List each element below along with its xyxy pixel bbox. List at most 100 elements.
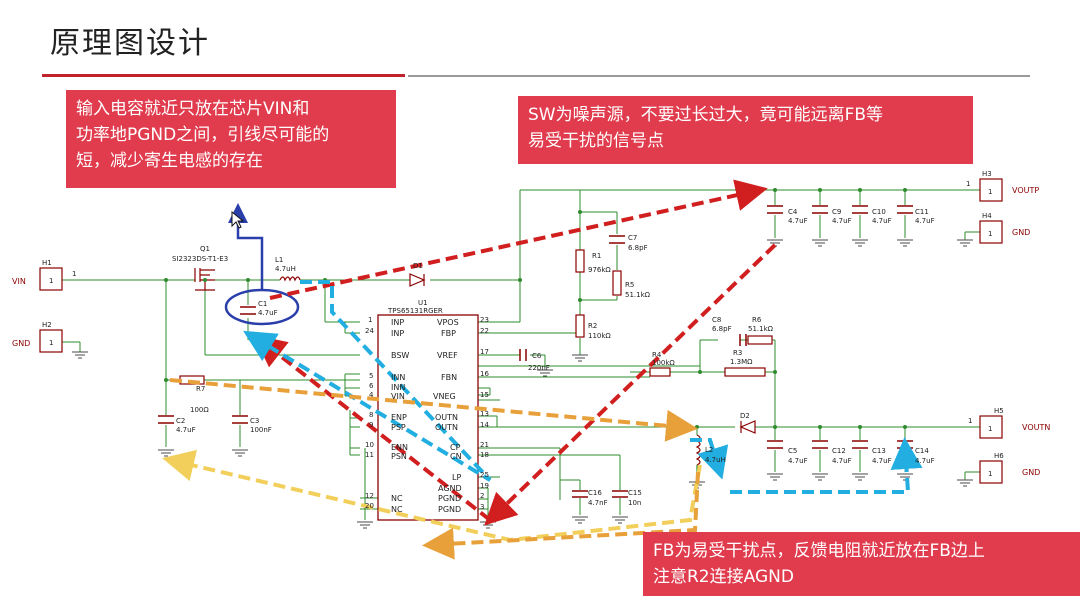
r7-value: 100Ω: [190, 406, 209, 414]
pinnum-l-6: 6: [369, 382, 374, 390]
capacitor-symbols: [158, 205, 913, 498]
h1-pin: 1: [49, 277, 53, 285]
c8-value: 6.8pF: [712, 325, 732, 333]
h5-pin: 1: [988, 425, 992, 433]
r1-ref: R1: [592, 252, 601, 260]
port-gnd-left: GND: [12, 339, 30, 348]
pinnum-r-25: 25: [480, 471, 489, 479]
pinnum-r-22: 22: [480, 327, 489, 335]
port-gnd-h6: GND: [1022, 468, 1040, 477]
h3-pin: 1: [988, 188, 992, 196]
l1-value: 4.7uH: [275, 265, 296, 273]
pin-enn: ENN: [391, 443, 408, 452]
callout-fb-node: FB为易受干扰点，反馈电阻就近放在FB边上 注意R2连接AGND: [643, 532, 1080, 596]
h6-label: H6: [994, 452, 1004, 460]
port-vin: VIN: [12, 277, 26, 286]
h2-label: H2: [42, 321, 52, 329]
h2-pin: 1: [49, 339, 53, 347]
header-connectors: [39, 178, 1003, 484]
c8-ref: C8: [712, 316, 721, 324]
diode-symbols: [409, 273, 756, 434]
u1-ref: U1: [418, 299, 428, 307]
port-voutn: VOUTN: [1022, 423, 1050, 432]
c7-ref: C7: [628, 234, 637, 242]
pinnum-l-5: 5: [369, 372, 373, 380]
pinnum-l-11: 11: [365, 451, 374, 459]
c9-ref: C9: [832, 208, 841, 216]
r6-ref: R6: [752, 316, 762, 324]
c12-ref: C12: [832, 447, 846, 455]
port-gnd-h4: GND: [1012, 228, 1030, 237]
c13-value: 4.7uF: [872, 457, 892, 465]
pinnum-l-9: 9: [369, 421, 373, 429]
c3-ref: C3: [250, 417, 259, 425]
pin-pgnd-a: PGND: [438, 494, 461, 503]
mosfet-q1: [194, 268, 215, 291]
ic-u1-body: [377, 314, 479, 521]
r3-ref: R3: [733, 349, 742, 357]
c15-ref: C15: [628, 489, 642, 497]
pinnum-l-4: 4: [369, 391, 374, 399]
c7-value: 6.8pF: [628, 244, 648, 252]
pin-fbn: FBN: [441, 373, 457, 382]
pin-lp: LP: [452, 473, 461, 482]
callout-input-cap-line2: 功率地PGND之间，引线尽可能的: [76, 125, 330, 145]
h1-label: H1: [42, 259, 52, 267]
r4-value: 100kΩ: [652, 359, 675, 367]
inductor-symbols: [279, 276, 701, 480]
pin-outn-b: OUTN: [435, 423, 458, 432]
pin-nc-b: NC: [391, 505, 403, 514]
pin-enp: ENP: [391, 413, 407, 422]
h1-net-pin: 1: [72, 270, 76, 278]
wires: [62, 189, 985, 520]
pin-agnd: AGND: [438, 484, 462, 493]
pin-bsw: BSW: [391, 351, 409, 360]
pin-nc-a: NC: [391, 494, 403, 503]
callout-fb-line2: 注意R2连接AGND: [653, 567, 794, 587]
c15-value: 10n: [628, 499, 641, 507]
h6-pin: 1: [988, 470, 992, 478]
pin-cn: CN: [450, 452, 462, 461]
callout-sw-node: SW为噪声源，不要过长过大，竟可能远离FB等 易受干扰的信号点: [518, 96, 973, 164]
h5-net-pin: 1: [968, 417, 972, 425]
c5-ref: C5: [788, 447, 797, 455]
u1-part: TPS65131RGER: [387, 307, 443, 315]
resistor-symbols: [179, 249, 773, 385]
r2-value: 110kΩ: [588, 332, 611, 340]
ic-pin-labels: INP INP BSW INN INN VIN ENP PSP ENN PSN …: [365, 316, 489, 514]
r6-value: 51.1kΩ: [748, 325, 774, 333]
c16-value: 4.7nF: [588, 499, 608, 507]
pinnum-r-21: 21: [480, 441, 489, 449]
schematic-labels: VIN GND VOUTP GND VOUTN GND H1 H2 H3 H4 …: [12, 170, 1050, 507]
junction-dots: [164, 188, 907, 429]
h3-label: H3: [982, 170, 992, 178]
c1-value: 4.7uF: [258, 309, 278, 317]
pin-psp: PSP: [391, 423, 406, 432]
pin-inn-b: INN: [391, 383, 405, 392]
c2-ref: C2: [176, 417, 185, 425]
c14-ref: C14: [915, 447, 929, 455]
pinnum-l-12: 12: [365, 492, 374, 500]
pinnum-r-17: 17: [480, 348, 489, 356]
pin-cp: CP: [450, 443, 461, 452]
callout-sw-line1: SW为噪声源，不要过长过大，竟可能远离FB等: [528, 105, 884, 125]
pin-vpos: VPOS: [437, 318, 459, 327]
callout-input-cap-line1: 输入电容就近只放在芯片VIN和: [76, 99, 310, 119]
h4-pin: 1: [988, 230, 992, 238]
c10-value: 4.7uF: [872, 217, 892, 225]
r7-ref: R7: [196, 385, 205, 393]
c1-ref: C1: [258, 300, 267, 308]
c9-value: 4.7uF: [832, 217, 852, 225]
pin-outn-a: OUTN: [435, 413, 458, 422]
c11-ref: C11: [915, 208, 929, 216]
c14-value: 4.7uF: [915, 457, 935, 465]
pin-vin: VIN: [391, 392, 405, 401]
c13-ref: C13: [872, 447, 886, 455]
c6-ref: C6: [532, 352, 542, 360]
title-rule-red: [42, 74, 405, 77]
callout-fb-line1: FB为易受干扰点，反馈电阻就近放在FB边上: [653, 541, 985, 561]
c16-ref: C16: [588, 489, 602, 497]
l2-value: 4.7uH: [705, 456, 726, 464]
pinnum-r-13: 13: [480, 410, 489, 418]
page-title: 原理图设计: [50, 26, 210, 61]
